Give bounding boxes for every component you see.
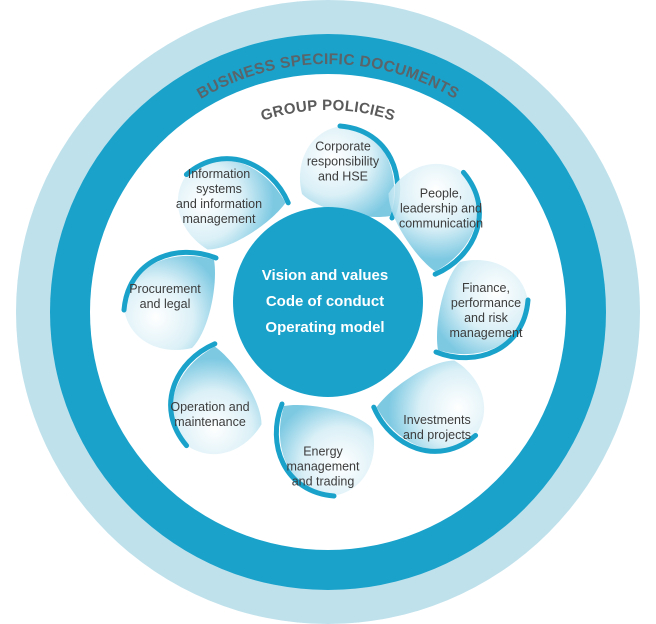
policy-label-line: Investments	[403, 413, 471, 427]
core-circle	[233, 207, 423, 397]
policy-label-line: performance	[450, 296, 522, 310]
policy-label-line: Operation and	[170, 400, 250, 414]
policy-label-line: and information	[175, 197, 263, 211]
core-line-operating: Operating model	[265, 319, 385, 336]
policy-petal-1	[388, 163, 482, 277]
policy-label-line: Energy	[303, 444, 343, 459]
policy-petal-6	[121, 249, 219, 351]
policy-label-line: Corporate	[315, 139, 371, 154]
policy-petal-3	[371, 360, 485, 454]
policy-petal-2	[433, 259, 531, 361]
policy-label-line: management	[286, 459, 360, 474]
core-line-code: Code of conduct	[265, 293, 385, 310]
policy-label-line: Procurement	[129, 282, 201, 296]
policy-label-line: Finance,	[462, 281, 510, 295]
policy-label-line: and risk	[464, 311, 508, 325]
policy-label-line: and legal	[139, 297, 191, 311]
policy-label-line: maintenance	[174, 415, 246, 429]
policy-petal-4	[273, 401, 375, 499]
policy-label-line: systems	[196, 182, 242, 196]
policy-label-line: management	[182, 212, 256, 226]
policy-label-line: communication	[398, 216, 484, 231]
policy-petal-5	[168, 341, 262, 455]
core-values: Vision and values Code of conduct Operat…	[235, 222, 415, 382]
policy-label-line: leadership and	[399, 201, 483, 216]
policy-label-line: responsibility	[306, 154, 380, 169]
policy-label-line: Information	[187, 167, 251, 181]
policy-label-line: and trading	[291, 474, 355, 489]
policy-petal-7	[177, 156, 291, 250]
core-line-vision: Vision and values	[261, 267, 389, 284]
policy-label-line: People,	[419, 186, 463, 201]
policy-label-line: and projects	[402, 428, 472, 442]
policy-label-line: management	[449, 326, 523, 340]
policy-petals	[121, 123, 531, 499]
policy-label-line: and HSE	[317, 169, 369, 184]
